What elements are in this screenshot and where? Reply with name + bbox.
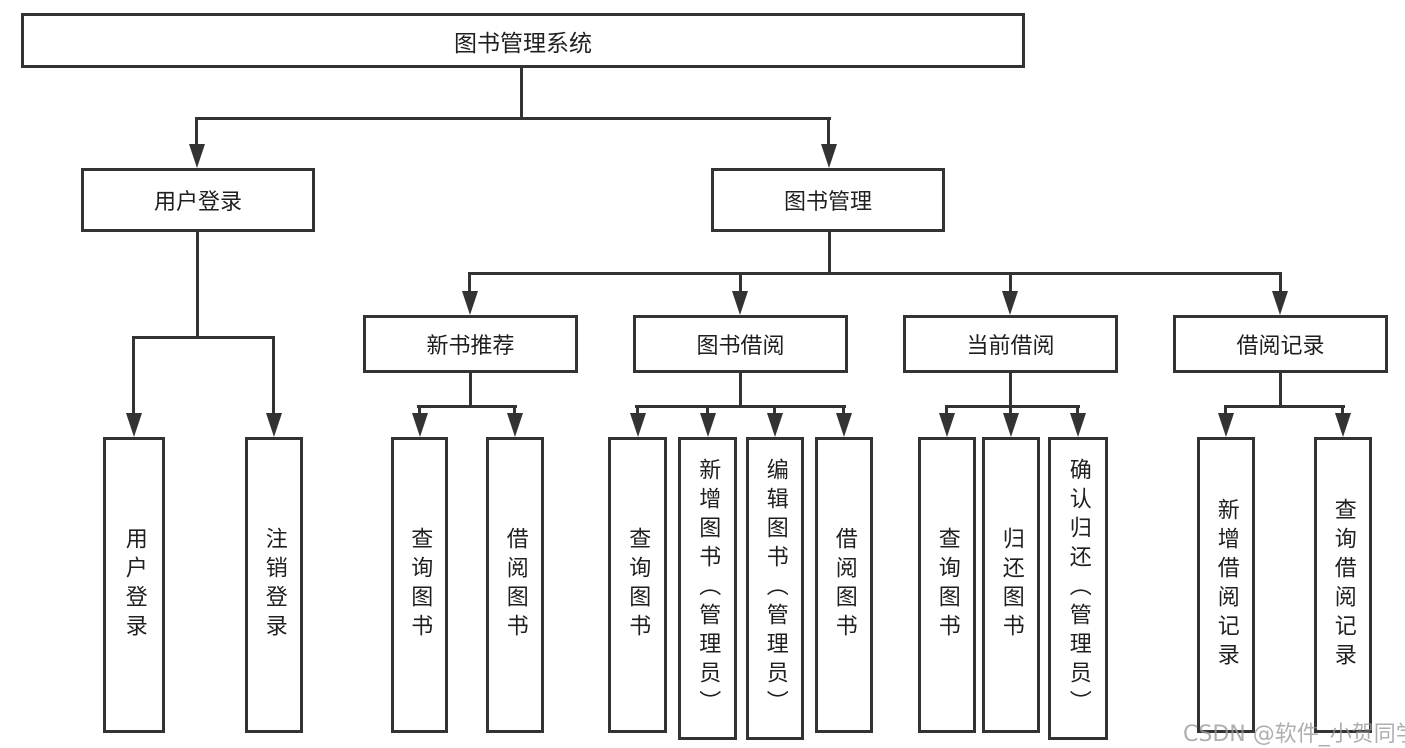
connector-line <box>739 373 742 408</box>
node-label: 注销登录 <box>261 527 287 643</box>
node-cb-confirm-return-admin: 确认归还（管理员） <box>1048 437 1108 740</box>
connector-line <box>636 405 639 416</box>
node-cb-query-books: 查询图书 <box>918 437 976 733</box>
node-cb-return-books: 归还图书 <box>982 437 1040 733</box>
arrow-down-icon <box>939 413 955 437</box>
node-label: 用户登录 <box>121 527 147 643</box>
connector-line <box>1341 405 1344 416</box>
arrow-down-icon <box>1272 291 1288 315</box>
node-ul-logout: 注销登录 <box>245 437 303 733</box>
connector-line <box>773 405 776 416</box>
node-label: 查询借阅记录 <box>1330 498 1356 672</box>
node-br-add-borrow-record: 新增借阅记录 <box>1197 437 1255 733</box>
arrow-down-icon <box>1002 291 1018 315</box>
node-label: 编辑图书（管理员） <box>762 458 788 719</box>
connector-line <box>828 232 831 275</box>
node-label: 当前借阅 <box>966 334 1055 359</box>
connector-line <box>1009 373 1012 408</box>
arrow-down-icon <box>1003 413 1019 437</box>
node-label: 归还图书 <box>998 527 1024 643</box>
node-bb-borrow-books: 借阅图书 <box>815 437 873 733</box>
connector-line <box>1279 373 1282 408</box>
node-label: 查询图书 <box>625 527 651 643</box>
arrow-down-icon <box>732 291 748 315</box>
arrow-down-icon <box>1218 413 1234 437</box>
connector-line <box>1279 272 1282 294</box>
node-bb-query-books: 查询图书 <box>608 437 667 733</box>
node-nb-borrow-books: 借阅图书 <box>486 437 544 733</box>
arrow-down-icon <box>266 413 282 437</box>
connector-line <box>272 336 275 416</box>
connector-line <box>1009 405 1012 416</box>
connector-line <box>1224 405 1227 416</box>
arrow-down-icon <box>507 413 523 437</box>
connector-line <box>196 232 199 339</box>
node-user-login-branch: 用户登录 <box>81 168 315 232</box>
connector-line <box>1076 405 1079 416</box>
arrow-down-icon <box>700 413 716 437</box>
arrow-down-icon <box>821 144 837 168</box>
node-bb-edit-books-admin: 编辑图书（管理员） <box>746 437 804 740</box>
connector-line <box>468 272 1282 275</box>
connector-line <box>132 336 275 339</box>
connector-line <box>945 405 948 416</box>
arrow-down-icon <box>412 413 428 437</box>
arrow-down-icon <box>462 291 478 315</box>
connector-line <box>520 68 523 120</box>
connector-line <box>739 272 742 294</box>
node-library-management-system: 图书管理系统 <box>21 13 1025 68</box>
node-label: 新增图书（管理员） <box>695 458 721 719</box>
connector-line <box>513 405 516 416</box>
csdn-watermark: CSDN @软件_小贺同学 <box>1183 722 1405 747</box>
node-current-borrowing: 当前借阅 <box>903 315 1118 373</box>
connector-line <box>468 272 471 294</box>
arrow-down-icon <box>767 413 783 437</box>
arrow-down-icon <box>1335 413 1351 437</box>
node-book-management-branch: 图书管理 <box>711 168 945 232</box>
connector-line <box>1224 405 1345 408</box>
node-nb-query-books: 查询图书 <box>391 437 448 733</box>
arrow-down-icon <box>189 144 205 168</box>
node-ul-user-login: 用户登录 <box>103 437 165 733</box>
node-label: 查询图书 <box>407 527 433 643</box>
node-label: 新增借阅记录 <box>1213 498 1239 672</box>
connector-line <box>132 336 135 416</box>
arrow-down-icon <box>126 413 142 437</box>
connector-line <box>417 405 517 408</box>
node-label: 新书推荐 <box>426 334 515 359</box>
node-label: 借阅记录 <box>1236 334 1325 359</box>
connector-line <box>1009 272 1012 294</box>
connector-line <box>195 117 198 147</box>
connector-line <box>195 117 831 120</box>
arrow-down-icon <box>836 413 852 437</box>
node-br-query-borrow-record: 查询借阅记录 <box>1314 437 1372 733</box>
node-label: 确认归还（管理员） <box>1065 458 1091 719</box>
node-label: 用户登录 <box>153 190 242 215</box>
connector-line <box>418 405 421 416</box>
connector-line <box>945 405 1080 408</box>
arrow-down-icon <box>630 413 646 437</box>
node-new-book-recommend: 新书推荐 <box>363 315 578 373</box>
node-label: 借阅图书 <box>831 527 857 643</box>
arrow-down-icon <box>1070 413 1086 437</box>
connector-line <box>469 373 472 408</box>
node-borrowing-records: 借阅记录 <box>1173 315 1388 373</box>
connector-line <box>842 405 845 416</box>
node-label: 查询图书 <box>934 527 960 643</box>
connector-line <box>635 405 846 408</box>
node-bb-add-books-admin: 新增图书（管理员） <box>678 437 737 740</box>
connector-line <box>827 117 830 147</box>
node-label: 借阅图书 <box>502 527 528 643</box>
node-label: 图书借阅 <box>696 334 785 359</box>
node-book-borrowing: 图书借阅 <box>633 315 848 373</box>
node-label: 图书管理 <box>783 190 872 215</box>
connector-line <box>706 405 709 416</box>
node-label: 图书管理系统 <box>454 30 592 57</box>
